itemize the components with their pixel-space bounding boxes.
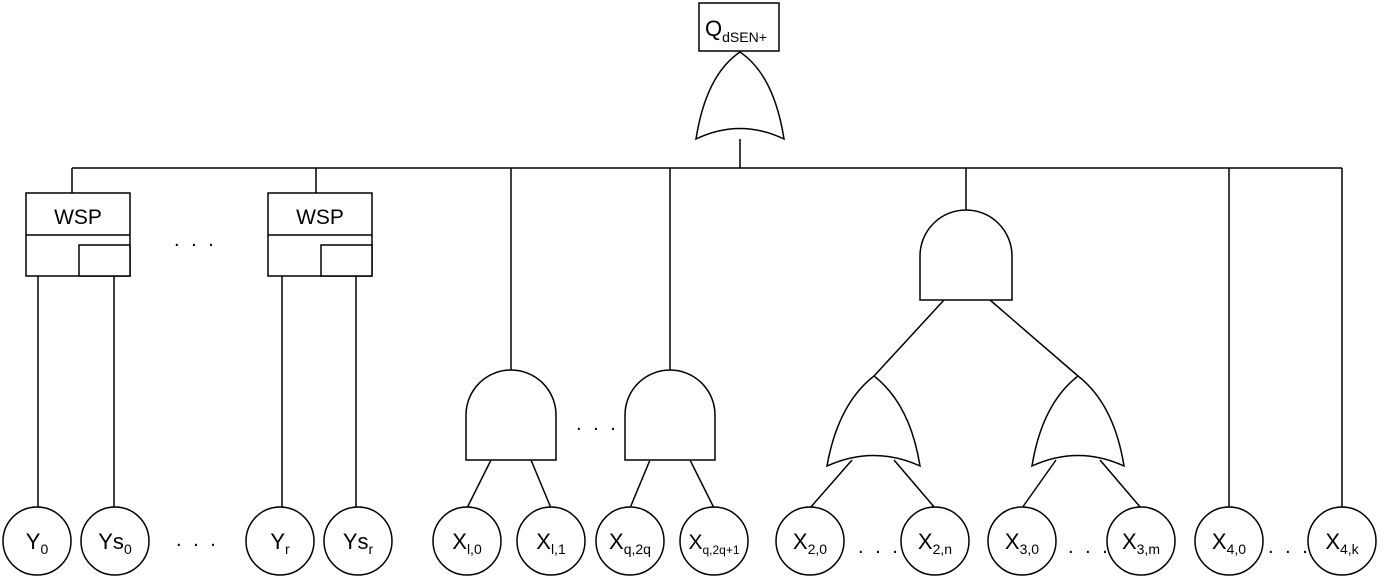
basic-event-yr: Yr <box>245 506 315 576</box>
wsp-gate-label: WSP <box>54 206 102 229</box>
svg-text:X3,0: X3,0 <box>1005 529 1039 557</box>
top-event-box: QdSEN+ <box>698 2 780 52</box>
basic-event-xq2q1: Xq,2q+1 <box>679 506 749 576</box>
top-event-label: QdSEN+ <box>705 16 767 45</box>
and-gate-big <box>919 209 1013 301</box>
svg-text:Ysr: Ysr <box>343 529 374 557</box>
or-gate-left <box>826 375 921 468</box>
svg-text:X4,k: X4,k <box>1325 529 1359 557</box>
basic-event-x20: X2,0 <box>775 506 845 576</box>
and-gate-left <box>465 369 557 461</box>
basic-event-xl0: Xl,0 <box>432 506 502 576</box>
svg-text:Xq,2q+1: Xq,2q+1 <box>688 531 739 557</box>
basic-event-x40: X4,0 <box>1194 506 1264 576</box>
wsp-gate-1: WSP <box>25 192 131 277</box>
wsp-gate-2: WSP <box>267 192 373 277</box>
basic-event-y0: Y0 <box>2 506 72 576</box>
ellipsis-wsp: . . . <box>174 229 217 251</box>
basic-event-xl1: Xl,1 <box>516 506 586 576</box>
basic-event-x30: X3,0 <box>987 506 1057 576</box>
ellipsis-x2-events: . . . <box>858 536 901 558</box>
connection-lines <box>37 52 1343 509</box>
svg-text:Y0: Y0 <box>26 529 49 557</box>
and-gate-right <box>624 369 716 461</box>
basic-event-ys0: Ys0 <box>80 506 150 576</box>
or-gate-top <box>695 51 785 141</box>
svg-text:Xl,0: Xl,0 <box>452 529 482 557</box>
ellipsis-and-gates: . . . <box>576 413 619 435</box>
basic-event-x4k: X4,k <box>1307 506 1377 576</box>
basic-event-x2n: X2,n <box>900 506 970 576</box>
svg-text:X3,m: X3,m <box>1122 529 1160 557</box>
wsp-gate-label: WSP <box>296 206 344 229</box>
basic-event-ysr: Ysr <box>323 506 393 576</box>
svg-text:X2,0: X2,0 <box>793 529 827 557</box>
basic-event-x3m: X3,m <box>1106 506 1176 576</box>
svg-text:X4,0: X4,0 <box>1212 529 1246 557</box>
svg-text:X2,n: X2,n <box>918 529 952 557</box>
ellipsis-y-events: . . . <box>176 529 219 551</box>
svg-text:Yr: Yr <box>270 529 290 557</box>
svg-text:Ys0: Ys0 <box>98 529 132 557</box>
or-gate-right <box>1031 375 1125 468</box>
svg-text:Xq,2q: Xq,2q <box>609 529 651 557</box>
basic-event-xq2q: Xq,2q <box>595 506 665 576</box>
svg-text:Xl,1: Xl,1 <box>536 529 566 557</box>
ellipsis-x3-events: . . . <box>1068 536 1111 558</box>
ellipsis-x4-events: . . . <box>1268 536 1311 558</box>
